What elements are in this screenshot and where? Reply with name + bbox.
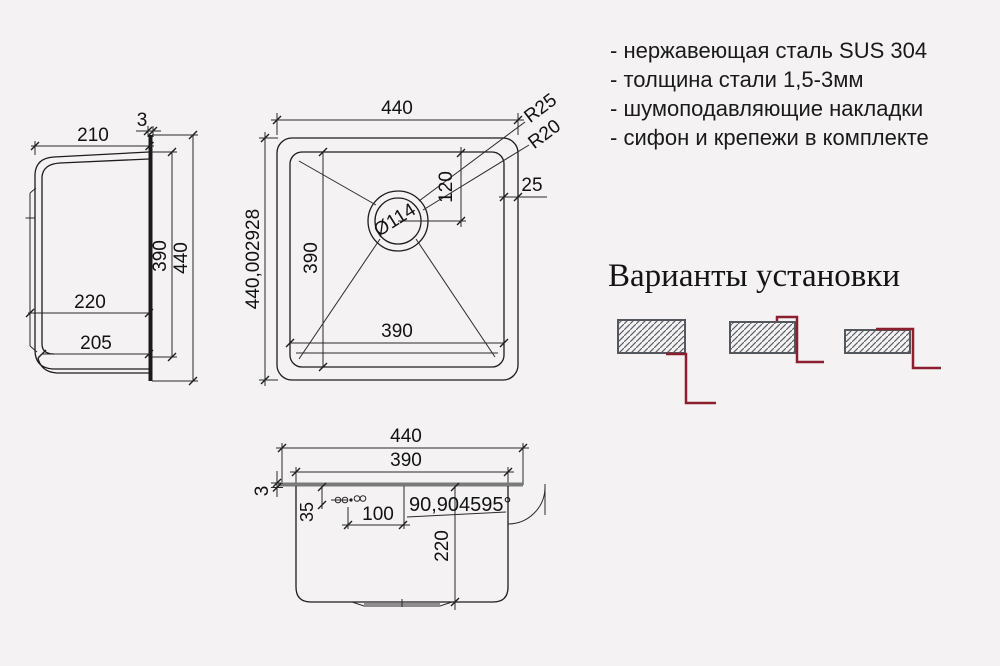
- feature-item: - сифон и крепежи в комплекте: [610, 125, 929, 150]
- side-bottom-width-label: 205: [80, 333, 112, 354]
- drain-diameter-label: Ø114: [370, 199, 420, 241]
- bowl-height-label: 390: [301, 242, 322, 274]
- side-mid-width-label: 220: [74, 292, 106, 313]
- side-inner-height-label: 390: [150, 240, 171, 272]
- top-view: 440 440,002928 390 390 Ø114 120 25 R25 R…: [243, 90, 565, 386]
- side-outer-height-label: 440: [171, 242, 192, 274]
- feature-list: - нержавеющая сталь SUS 304 - толщина ст…: [610, 36, 970, 152]
- feature-item: - шумоподавляющие накладки: [610, 96, 924, 121]
- install-option-topmount: [844, 327, 941, 370]
- top-height-label: 440,002928: [243, 209, 264, 309]
- install-options-title: Варианты установки: [608, 258, 901, 294]
- side-top-width-label: 210: [77, 125, 109, 146]
- hole-offset-label: 35: [297, 502, 317, 522]
- front-flange-label: 3: [252, 486, 273, 497]
- front-depth-label: 220: [432, 530, 453, 562]
- wall-angle-label: 90,904595°: [409, 494, 512, 516]
- rim-width-label: 25: [521, 175, 542, 196]
- topmount-sink-edge: [876, 327, 941, 370]
- install-option-flushmount: [729, 315, 824, 364]
- bowl-width-label: 390: [381, 321, 413, 342]
- feature-item: - нержавеющая сталь SUS 304: [610, 38, 928, 63]
- side-flange-label: 3: [137, 110, 148, 131]
- flushmount-sink-edge: [775, 315, 824, 364]
- top-width-label: 440: [381, 98, 413, 119]
- install-options-diagrams: [617, 315, 941, 405]
- front-view: 440 390 3 35 100 220 90,904595°: [252, 426, 546, 610]
- drain-offset-label: 120: [436, 171, 457, 203]
- front-bowl-width-label: 390: [390, 450, 422, 471]
- undermount-sink-edge: [666, 352, 716, 405]
- side-view: 210 3 390 440 220 205: [25, 110, 198, 386]
- install-option-undermount: [617, 319, 716, 405]
- feature-item: - толщина стали 1,5-3мм: [610, 67, 864, 92]
- front-width-label: 440: [390, 426, 422, 447]
- mounting-holes: [331, 495, 367, 504]
- hole-spacing-label: 100: [362, 504, 394, 525]
